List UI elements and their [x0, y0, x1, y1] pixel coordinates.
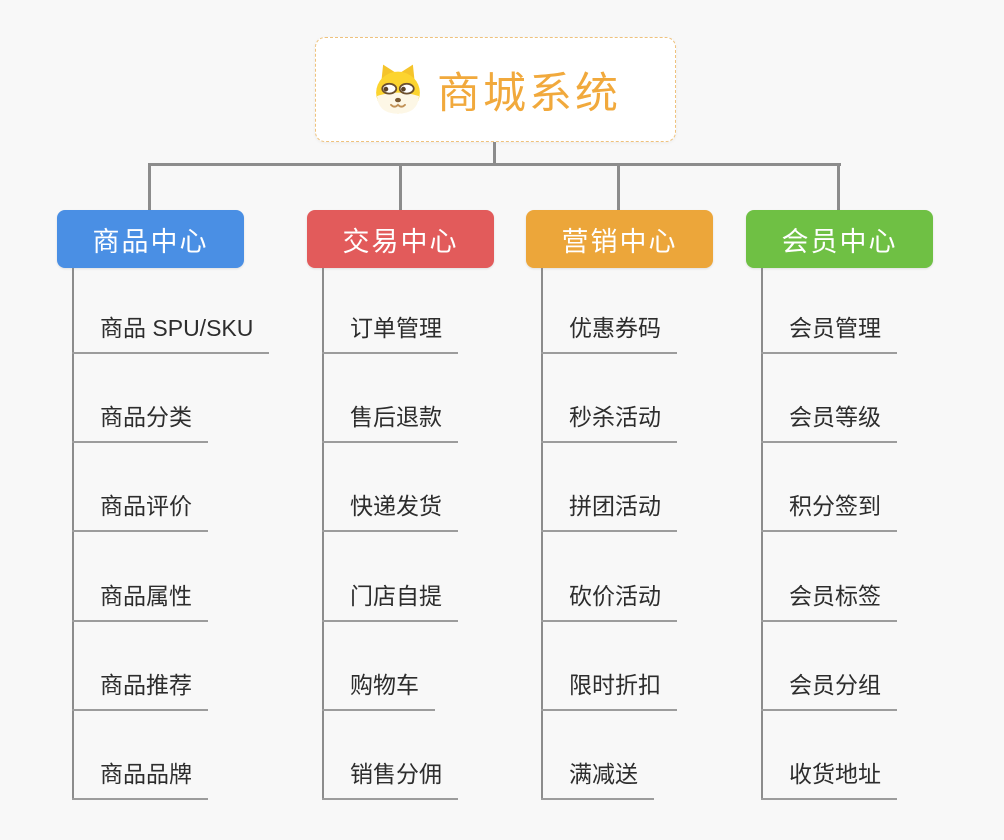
branch-marketing-center: 营销中心 优惠券码 秒杀活动 拼团活动 砍价活动 限时折扣 满减送 — [526, 210, 776, 810]
leaf-topic[interactable]: 售后退款 — [322, 398, 458, 443]
branch-node-marketing-center[interactable]: 营销中心 — [526, 210, 713, 268]
leaf-topic[interactable]: 会员分组 — [761, 666, 897, 711]
branch-trade-center: 交易中心 订单管理 售后退款 快递发货 门店自提 购物车 销售分佣 — [307, 210, 557, 810]
leaf-topic[interactable]: 会员等级 — [761, 398, 897, 443]
leaf-topic[interactable]: 销售分佣 — [322, 755, 458, 800]
leaf-topic[interactable]: 商品分类 — [72, 398, 208, 443]
root-topic[interactable]: 商城系统 — [315, 37, 676, 142]
leaf-topic[interactable]: 拼团活动 — [541, 487, 677, 532]
leaf-topic[interactable]: 积分签到 — [761, 487, 897, 532]
root-title: 商城系统 — [437, 69, 621, 118]
leaf-topic[interactable]: 购物车 — [322, 666, 435, 711]
leaf-topic[interactable]: 商品 SPU/SKU — [72, 309, 270, 354]
leaf-topic[interactable]: 商品推荐 — [72, 666, 208, 711]
connector-stub-trade — [399, 163, 402, 211]
leaf-topic[interactable]: 限时折扣 — [541, 666, 677, 711]
leaf-topic[interactable]: 秒杀活动 — [541, 398, 677, 443]
branch-member-center: 会员中心 会员管理 会员等级 积分签到 会员标签 会员分组 收货地址 — [746, 210, 996, 810]
branch-node-goods-center[interactable]: 商品中心 — [57, 210, 244, 268]
leaf-topic[interactable]: 门店自提 — [322, 577, 458, 622]
leaf-topic[interactable]: 商品评价 — [72, 487, 208, 532]
connector-stub-goods — [148, 163, 151, 211]
branch-goods-center: 商品中心 商品 SPU/SKU 商品分类 商品评价 商品属性 商品推荐 商品品牌 — [57, 210, 307, 810]
leaf-topic[interactable]: 快递发货 — [322, 487, 458, 532]
connector-stub-member — [837, 163, 840, 211]
connector-stub-marketing — [617, 163, 620, 211]
leaf-topic[interactable]: 满减送 — [541, 755, 654, 800]
leaf-topic[interactable]: 商品品牌 — [72, 755, 208, 800]
leaf-topic[interactable]: 商品属性 — [72, 577, 208, 622]
branch-spine — [761, 268, 763, 800]
connector-rail — [148, 163, 841, 166]
leaf-topic[interactable]: 收货地址 — [761, 755, 897, 800]
leaf-topic[interactable]: 砍价活动 — [541, 577, 677, 622]
branch-node-member-center[interactable]: 会员中心 — [746, 210, 933, 268]
leaf-topic[interactable]: 会员管理 — [761, 309, 897, 354]
branch-spine — [72, 268, 74, 800]
leaf-topic[interactable]: 会员标签 — [761, 577, 897, 622]
leaf-topic[interactable]: 订单管理 — [322, 309, 458, 354]
branch-spine — [322, 268, 324, 800]
branch-spine — [541, 268, 543, 800]
connector-root-drop — [493, 142, 496, 166]
leaf-topic[interactable]: 优惠券码 — [541, 309, 677, 354]
branch-node-trade-center[interactable]: 交易中心 — [307, 210, 494, 268]
dog-face-icon — [376, 64, 420, 114]
